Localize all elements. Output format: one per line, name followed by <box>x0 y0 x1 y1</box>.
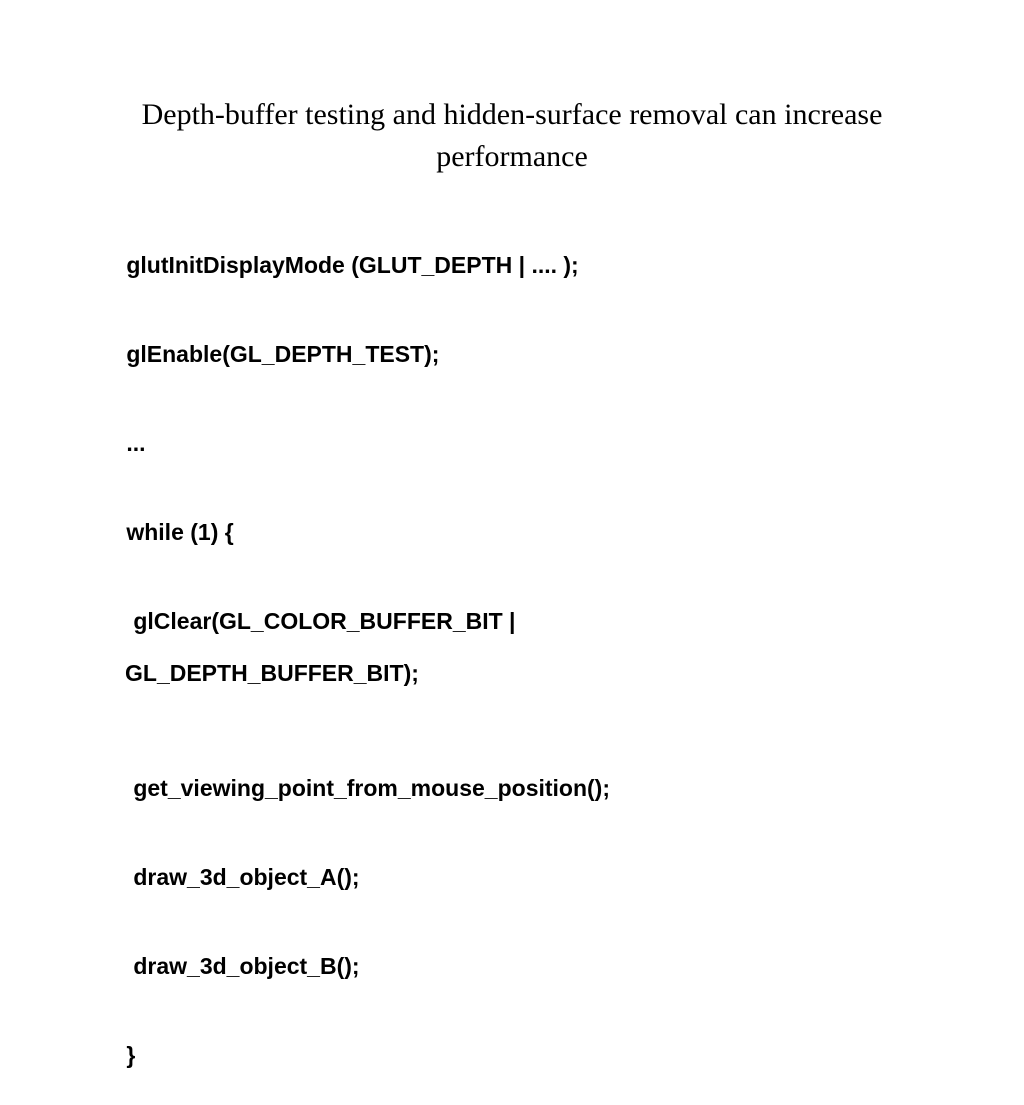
code-line-text: draw_3d_object_A(); <box>133 864 360 890</box>
code-line: get_viewing_point_from_mouse_position(); <box>88 749 948 827</box>
code-line: ... <box>88 404 948 482</box>
code-line-text: ... <box>126 430 146 456</box>
code-line-text: while (1) { <box>126 519 234 545</box>
code-line: glClear(GL_COLOR_BUFFER_BIT | GL_DEPTH_B… <box>88 582 948 738</box>
slide-title: Depth-buffer testing and hidden-surface … <box>141 98 883 173</box>
code-line-text: glClear(GL_COLOR_BUFFER_BIT | <box>133 608 516 634</box>
code-line-continuation: GL_DEPTH_BUFFER_BIT); <box>125 660 419 686</box>
code-line: } <box>88 1016 948 1094</box>
slide: Depth-buffer testing and hidden-surface … <box>125 98 883 1068</box>
code-line: glutInitDisplayMode (GLUT_DEPTH | .... )… <box>88 226 948 304</box>
code-line: glEnable(GL_DEPTH_TEST); <box>88 315 948 393</box>
code-line-text: glEnable(GL_DEPTH_TEST); <box>126 341 440 367</box>
code-line: draw_3d_object_A(); <box>88 838 948 916</box>
code-line: while (1) { <box>88 493 948 571</box>
code-line-text: } <box>126 1042 136 1068</box>
code-block: glutInitDisplayMode (GLUT_DEPTH | .... )… <box>88 226 948 1105</box>
code-line-text: get_viewing_point_from_mouse_position(); <box>133 775 610 801</box>
code-line-text: glutInitDisplayMode (GLUT_DEPTH | .... )… <box>126 252 579 278</box>
code-line: draw_3d_object_B(); <box>88 927 948 1005</box>
code-line-text: draw_3d_object_B(); <box>133 953 360 979</box>
